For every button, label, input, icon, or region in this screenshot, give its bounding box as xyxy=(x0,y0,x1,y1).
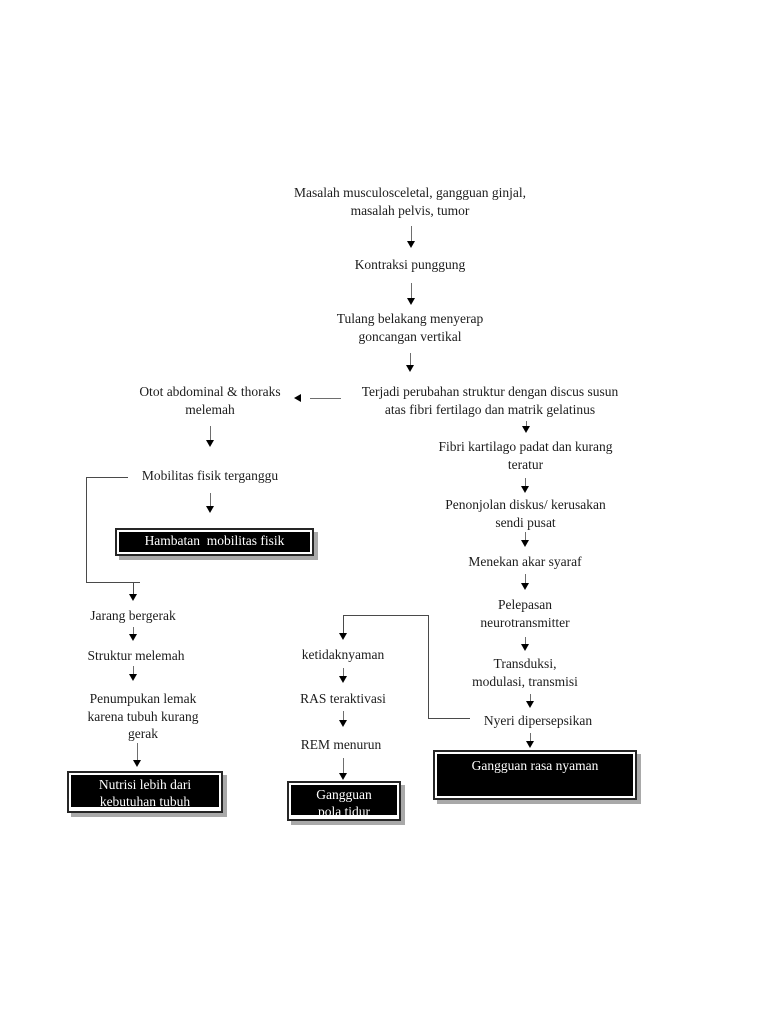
arrow-down xyxy=(526,421,527,426)
arrow-down xyxy=(343,615,344,633)
arrow-down xyxy=(343,758,344,773)
arrow-down xyxy=(525,478,526,486)
arrow-down-head xyxy=(520,644,529,651)
arrow-down xyxy=(210,426,211,440)
arrow-down xyxy=(343,711,344,720)
arrow-down xyxy=(410,353,411,365)
flow-node-jarang: Jarang bergerak xyxy=(90,608,176,623)
arrow-down-head xyxy=(132,760,141,767)
flow-node-masalah: Masalah musculosceletal, gangguan ginjal… xyxy=(293,185,527,218)
diagnosis-box-nutrisi-label: Nutrisi lebih dari kebutuhan tubuh xyxy=(71,775,219,807)
flow-node-ketidaknyaman: ketidaknyaman xyxy=(301,647,385,662)
arrow-down-head xyxy=(338,773,347,780)
arrow-down-head xyxy=(525,741,534,748)
arrow-down-head xyxy=(128,594,137,601)
flow-node-penumpukan: Penumpukan lemak karena tubuh kurang ger… xyxy=(87,691,199,741)
diagnosis-box-nutrisi: Nutrisi lebih dari kebutuhan tubuh xyxy=(67,771,223,813)
connector-line xyxy=(428,718,470,719)
arrow-down xyxy=(210,493,211,506)
diagnosis-box-nyaman: Gangguan rasa nyaman xyxy=(433,750,637,800)
flow-node-tulang: Tulang belakang menyerap goncangan verti… xyxy=(336,311,484,344)
diagnosis-box-hambatan-label: Hambatan mobilitas fisik xyxy=(119,532,310,552)
arrow-down-head xyxy=(205,440,214,447)
flow-node-kontraksi: Kontraksi punggung xyxy=(354,257,466,272)
flow-node-rem: REM menurun xyxy=(300,737,382,752)
flow-node-otot: Otot abdominal & thoraks melemah xyxy=(139,384,281,417)
diagnosis-box-hambatan: Hambatan mobilitas fisik xyxy=(115,528,314,556)
arrow-down xyxy=(530,733,531,741)
arrow-down-head xyxy=(525,701,534,708)
arrow-left-stem xyxy=(310,398,341,399)
flow-node-nyeri: Nyeri dipersepsikan xyxy=(483,713,593,728)
flow-node-ras: RAS teraktivasi xyxy=(300,691,386,706)
flow-node-transduksi: Transduksi, modulasi, transmisi xyxy=(472,656,578,689)
arrow-left-head xyxy=(294,394,301,402)
arrow-down-head xyxy=(521,426,530,433)
arrow-down xyxy=(525,574,526,583)
arrow-down-head xyxy=(338,633,347,640)
arrow-down-head xyxy=(338,720,347,727)
arrow-down-head xyxy=(128,634,137,641)
connector-line xyxy=(86,477,87,582)
arrow-down-head xyxy=(406,298,415,305)
arrow-down xyxy=(133,666,134,674)
connector-line xyxy=(343,615,429,616)
connector-line xyxy=(86,477,128,478)
flow-node-menekan: Menekan akar syaraf xyxy=(468,554,582,569)
flow-node-mobilitas: Mobilitas fisik terganggu xyxy=(141,468,279,483)
connector-line xyxy=(428,615,429,719)
arrow-down xyxy=(133,627,134,634)
flow-node-pelepasan: Pelepasan neurotransmitter xyxy=(480,597,570,630)
flow-node-penonjolan: Penonjolan diskus/ kerusakan sendi pusat xyxy=(445,497,606,530)
flow-node-fibri: Fibri kartilago padat dan kurang teratur xyxy=(438,439,613,472)
connector-line xyxy=(86,582,140,583)
arrow-down xyxy=(530,694,531,701)
arrow-down-head xyxy=(520,486,529,493)
flow-node-struktur: Struktur melemah xyxy=(87,648,185,663)
flow-node-terjadi: Terjadi perubahan struktur dengan discus… xyxy=(361,384,619,417)
diagnosis-box-tidur-label: Gangguan pola tidur xyxy=(291,785,397,815)
arrow-down-head xyxy=(205,506,214,513)
arrow-down-head xyxy=(128,674,137,681)
diagnosis-box-tidur: Gangguan pola tidur xyxy=(287,781,401,821)
arrow-down xyxy=(133,582,134,594)
diagnosis-box-nyaman-label: Gangguan rasa nyaman xyxy=(437,754,633,796)
arrow-down-head xyxy=(520,583,529,590)
arrow-down xyxy=(411,283,412,298)
arrow-down xyxy=(525,637,526,644)
arrow-down-head xyxy=(405,365,414,372)
arrow-down-head xyxy=(520,540,529,547)
arrow-down xyxy=(137,743,138,760)
arrow-down-head xyxy=(406,241,415,248)
arrow-down xyxy=(343,668,344,676)
arrow-down-head xyxy=(338,676,347,683)
arrow-down xyxy=(411,226,412,241)
arrow-down xyxy=(525,532,526,540)
